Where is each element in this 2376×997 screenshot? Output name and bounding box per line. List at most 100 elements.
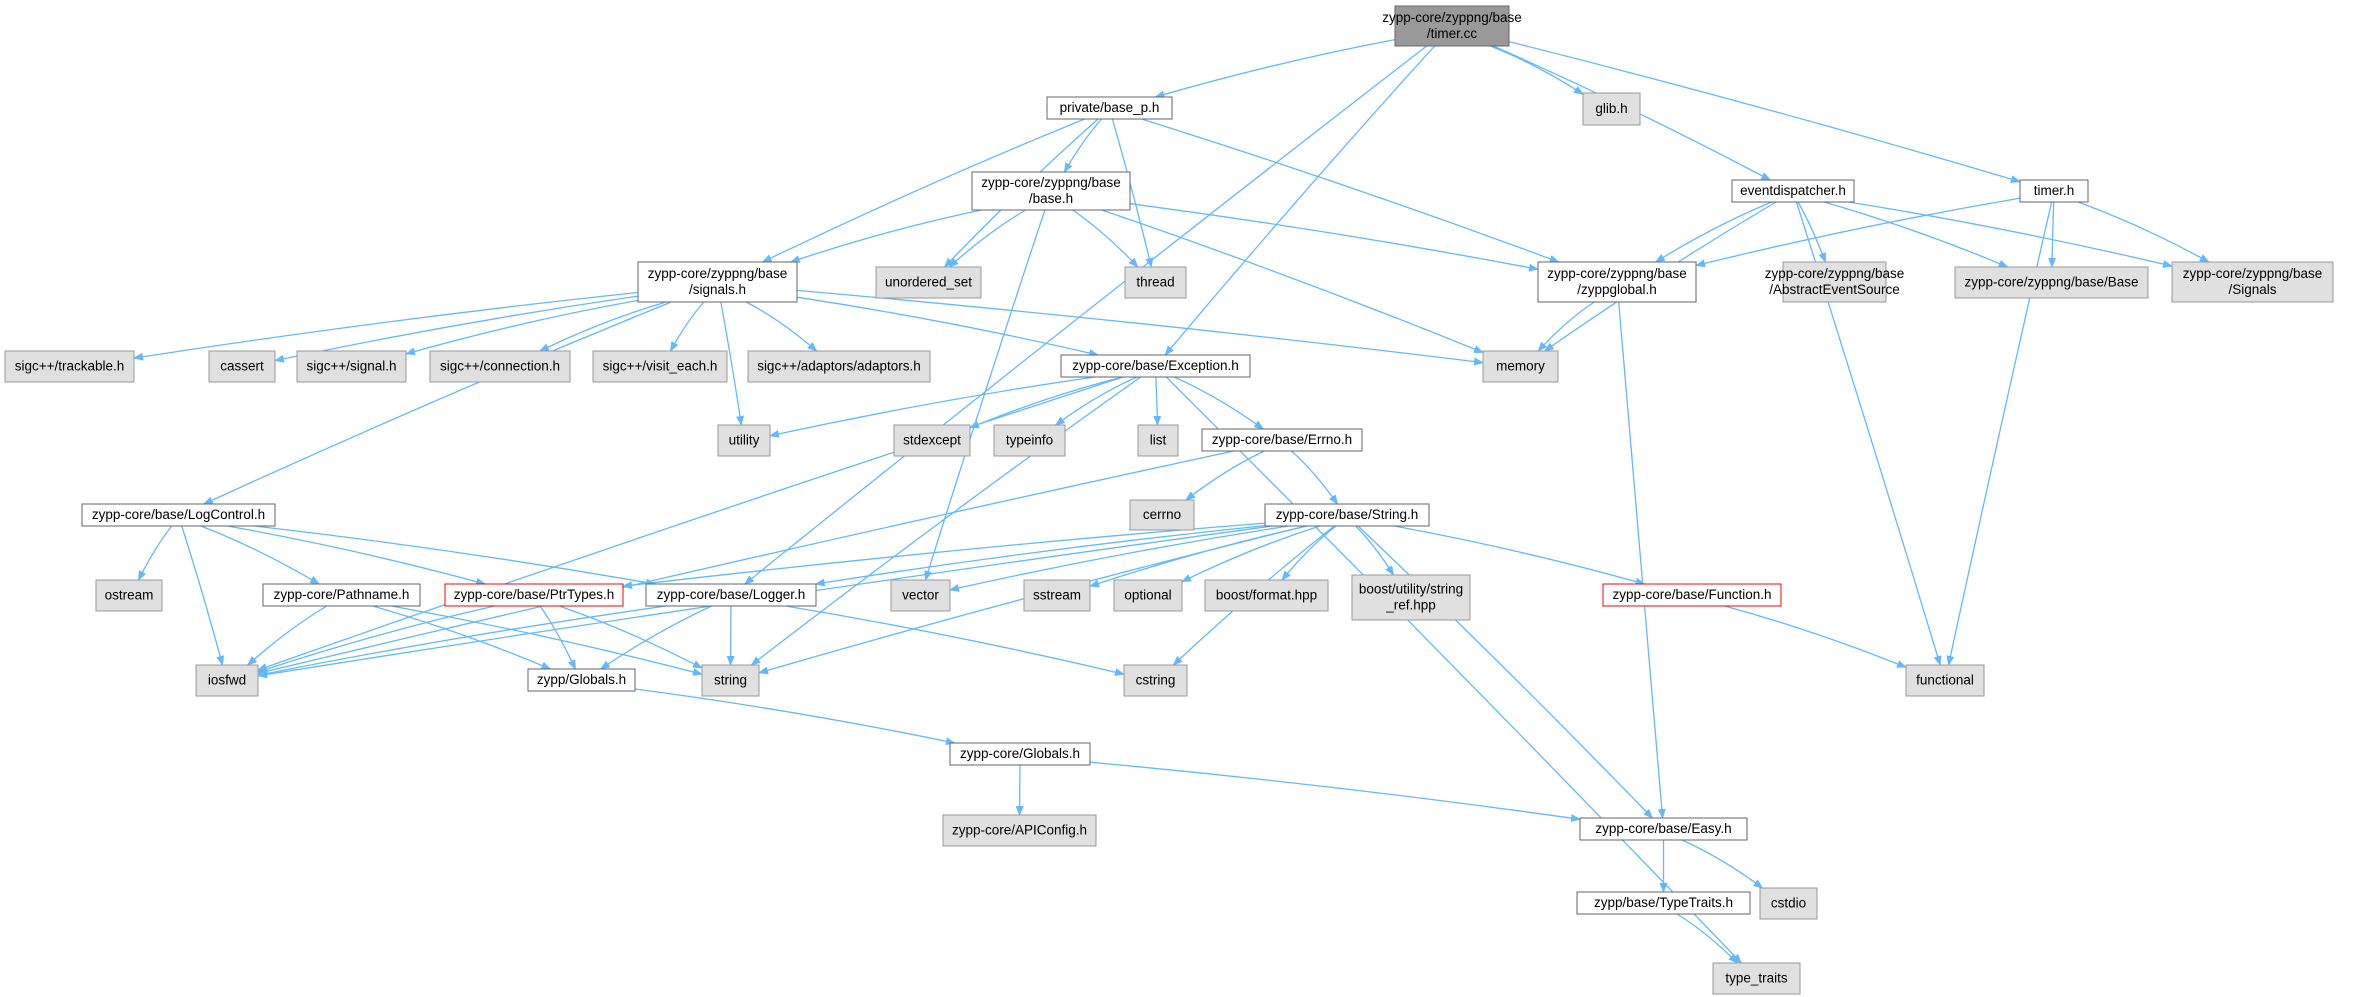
file-nodes: zypp-core/zyppng/base/timer.cc glib.h priv… [4, 5, 2334, 995]
node-label: zypp/base/TypeTraits.h [1594, 895, 1733, 910]
node-ptrtypes[interactable]: zypp-core/base/PtrTypes.h [444, 583, 624, 607]
node-cerrno: cerrno [1129, 499, 1195, 531]
edge-signals_h-to-logcontrol [202, 301, 672, 505]
node-label: zypp-core/APIConfig.h [952, 823, 1087, 838]
edge-core_globals-to-easy_h [1089, 761, 1581, 823]
node-abstract-event: zypp-core/zyppng/base/AbstractEventSourc… [1765, 261, 1905, 303]
node-label: functional [1916, 673, 1974, 688]
edge-root-to-base_p [1154, 38, 1396, 99]
edge-logcontrol-to-pathname [200, 525, 320, 585]
node-logcontrol[interactable]: zypp-core/base/LogControl.h [81, 503, 276, 527]
node-label: zypp-core/base/LogControl.h [92, 507, 265, 522]
node-label: sstream [1033, 588, 1081, 603]
node-box [1712, 962, 1801, 995]
node-box [637, 261, 798, 303]
node-box [1482, 350, 1559, 383]
edge-exception_h-to-iosfwd [257, 376, 1124, 671]
edge-zyppglobal-to-memory [1537, 301, 1595, 352]
edge-base_p-to-signals_h [761, 118, 1085, 263]
node-box [296, 350, 407, 383]
node-zyppng-signals: zypp-core/zyppng/base/Signals [2171, 261, 2334, 303]
edge-eventdispatcher-to-zyppglobal [1654, 201, 1772, 263]
node-label: zypp-core/Pathname.h [274, 587, 410, 602]
node-label: sigc++/connection.h [440, 359, 560, 374]
edge-logcontrol-to-ostream [137, 525, 173, 581]
edge-string_h-to-function_h [1394, 525, 1646, 586]
edge-signals_h-to-trackable [133, 291, 639, 361]
node-box [1579, 817, 1748, 841]
node-label: vector [902, 588, 939, 603]
node-label: memory [1496, 359, 1545, 374]
node-sigc-visit: sigc++/visit_each.h [592, 350, 728, 383]
node-label: /signals.h [689, 282, 746, 297]
node-label: /timer.cc [1427, 26, 1478, 41]
edge-base_h-to-memory [1101, 209, 1484, 354]
edge-errno_h-to-string_h [1291, 450, 1339, 505]
node-apiconfig: zypp-core/APIConfig.h [942, 814, 1097, 847]
node-box [1046, 96, 1173, 120]
node-label: zypp-core/zyppng/base [1765, 266, 1905, 281]
node-box [1124, 266, 1187, 299]
edge-signals_h-to-utility [720, 301, 744, 426]
node-label: optional [1124, 588, 1171, 603]
node-box [1537, 261, 1697, 303]
node-core-globals[interactable]: zypp-core/Globals.h [949, 742, 1091, 766]
node-errno-h[interactable]: zypp-core/base/Errno.h [1201, 428, 1363, 452]
node-easy-h[interactable]: zypp-core/base/Easy.h [1579, 817, 1748, 841]
node-functional: functional [1905, 664, 1985, 697]
node-label: sigc++/trackable.h [15, 359, 125, 374]
node-label: zypp-core/base/Easy.h [1595, 821, 1731, 836]
node-label: zypp-core/zyppng/base [648, 266, 788, 281]
edge-typetraits_h-to-type_traits [1676, 913, 1739, 964]
node-string-h[interactable]: zypp-core/base/String.h [1264, 503, 1430, 527]
edge-base_p-to-base_h [1063, 118, 1103, 173]
node-label: timer.h [2034, 183, 2075, 198]
node-eventdispatcher[interactable]: eventdispatcher.h [1731, 179, 1855, 203]
node-label: boost/utility/string [1359, 582, 1463, 597]
node-base-p[interactable]: private/base_p.h [1046, 96, 1173, 120]
node-box [592, 350, 728, 383]
edge-root-to-logger [744, 45, 1428, 585]
node-memory: memory [1482, 350, 1559, 383]
edge-exception_h-to-utility [769, 376, 1095, 438]
node-label: zypp-core/base/PtrTypes.h [454, 587, 615, 602]
edge-logger-to-cstring [785, 605, 1125, 677]
edge-base_p-to-thread [1111, 118, 1154, 268]
node-label: utility [729, 433, 760, 448]
node-box [1759, 887, 1818, 920]
node-stdexcept: stdexcept [893, 424, 971, 457]
node-box [893, 424, 971, 457]
node-box [1137, 424, 1179, 457]
edge-pathname-to-zypp_globals [372, 605, 552, 670]
node-pathname[interactable]: zypp-core/Pathname.h [262, 583, 421, 607]
node-function-h[interactable]: zypp-core/base/Function.h [1602, 583, 1782, 607]
node-box [81, 503, 276, 527]
node-cstring: cstring [1123, 664, 1188, 697]
node-glib: glib.h [1582, 92, 1641, 126]
node-box [1731, 179, 1855, 203]
node-root[interactable]: zypp-core/zyppng/base/timer.cc [1382, 5, 1522, 47]
edge-base_h-to-thread [1072, 209, 1139, 268]
edge-logcontrol-to-ptrtypes [227, 525, 487, 586]
edge-base_h-to-signals_h [789, 209, 982, 263]
node-zyppglobal[interactable]: zypp-core/zyppng/base/zyppglobal.h [1537, 261, 1697, 303]
node-signals-h[interactable]: zypp-core/zyppng/base/signals.h [637, 261, 798, 303]
node-exception-h[interactable]: zypp-core/base/Exception.h [1060, 354, 1251, 378]
node-base-h[interactable]: zypp-core/zyppng/base/base.h [971, 171, 1131, 211]
node-logger[interactable]: zypp-core/base/Logger.h [645, 583, 817, 607]
node-trackable: sigc++/trackable.h [4, 350, 135, 383]
node-box [1576, 891, 1751, 915]
node-box [444, 583, 624, 607]
node-label: zypp-core/Globals.h [960, 746, 1080, 761]
edge-signals_h-to-memory [796, 289, 1484, 366]
edge-pathname-to-string [391, 605, 703, 676]
edge-signals_h-to-sigc_signal [405, 299, 639, 356]
node-box [645, 583, 817, 607]
node-typetraits-h[interactable]: zypp/base/TypeTraits.h [1576, 891, 1751, 915]
node-box [429, 350, 571, 383]
node-zypp-globals[interactable]: zypp/Globals.h [527, 668, 636, 692]
node-label: eventdispatcher.h [1740, 183, 1846, 198]
node-box [195, 664, 259, 697]
node-timer-h[interactable]: timer.h [2019, 179, 2089, 203]
edge-eventdispatcher-to-zyppng_signals [1848, 201, 2173, 268]
